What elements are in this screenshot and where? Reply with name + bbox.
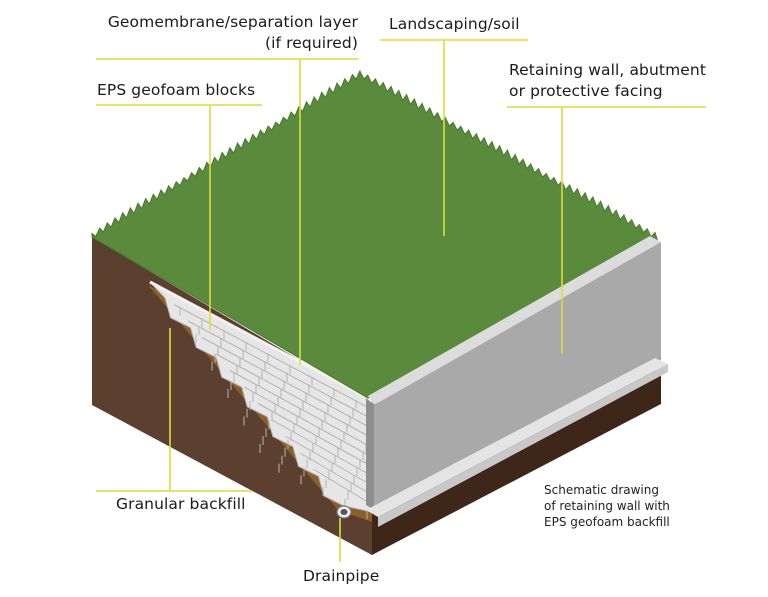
- eps-blocks-label: EPS geofoam blocks: [97, 80, 255, 101]
- wall-footing-top: [366, 358, 668, 517]
- geomembrane-layer: [149, 280, 373, 402]
- eps-course-line: [257, 403, 373, 467]
- geomembrane-label-line2: (if required): [264, 34, 358, 52]
- landscaping-label: Landscaping/soil: [389, 14, 520, 35]
- wall-top-cap: [368, 236, 661, 405]
- geomembrane-label-line1: Geomembrane/separation layer: [107, 13, 358, 31]
- leader-lines: [96, 39, 706, 562]
- eps-course-line: [313, 469, 373, 505]
- eps-course-line: [285, 436, 373, 486]
- eps-course-line: [187, 320, 373, 420]
- drainpipe-label-text: Drainpipe: [303, 567, 380, 585]
- retaining-wall-label: Retaining wall, abutment or protective f…: [509, 60, 706, 102]
- eps-course-line: [243, 386, 373, 458]
- drainpipe-label: Drainpipe: [303, 566, 379, 587]
- eps-course-line: [271, 419, 373, 477]
- caption-note-line3: EPS geofoam backfill: [544, 515, 670, 529]
- caption-note-line2: of retaining wall with: [544, 499, 670, 513]
- caption-note: Schematic drawing of retaining wall with…: [544, 482, 670, 530]
- retaining-wall-label-line1: Retaining wall, abutment: [509, 61, 707, 79]
- granular-backfill-label: Granular backfill: [116, 494, 246, 515]
- caption-note-line1: Schematic drawing: [544, 483, 659, 497]
- eps-course-line: [201, 337, 373, 429]
- eps-blocks-label-text: EPS geofoam blocks: [97, 81, 256, 99]
- eps-course-line: [215, 353, 373, 439]
- eps-geofoam-blocks: [149, 281, 373, 520]
- wall-footing-face: [378, 364, 668, 527]
- granular-backfill-label-text: Granular backfill: [116, 495, 246, 513]
- drainpipe-opening: [340, 509, 348, 515]
- wall-left-edge: [366, 398, 374, 510]
- landscaping-label-text: Landscaping/soil: [389, 15, 520, 33]
- retaining-wall-face: [374, 242, 661, 510]
- eps-course-line: [229, 370, 373, 448]
- retaining-wall-label-line2: or protective facing: [509, 82, 663, 100]
- eps-course-line: [299, 452, 373, 496]
- geomembrane-label: Geomembrane/separation layer (if require…: [96, 12, 358, 54]
- soil-left-face: [92, 237, 372, 555]
- eps-course-line: [173, 304, 373, 410]
